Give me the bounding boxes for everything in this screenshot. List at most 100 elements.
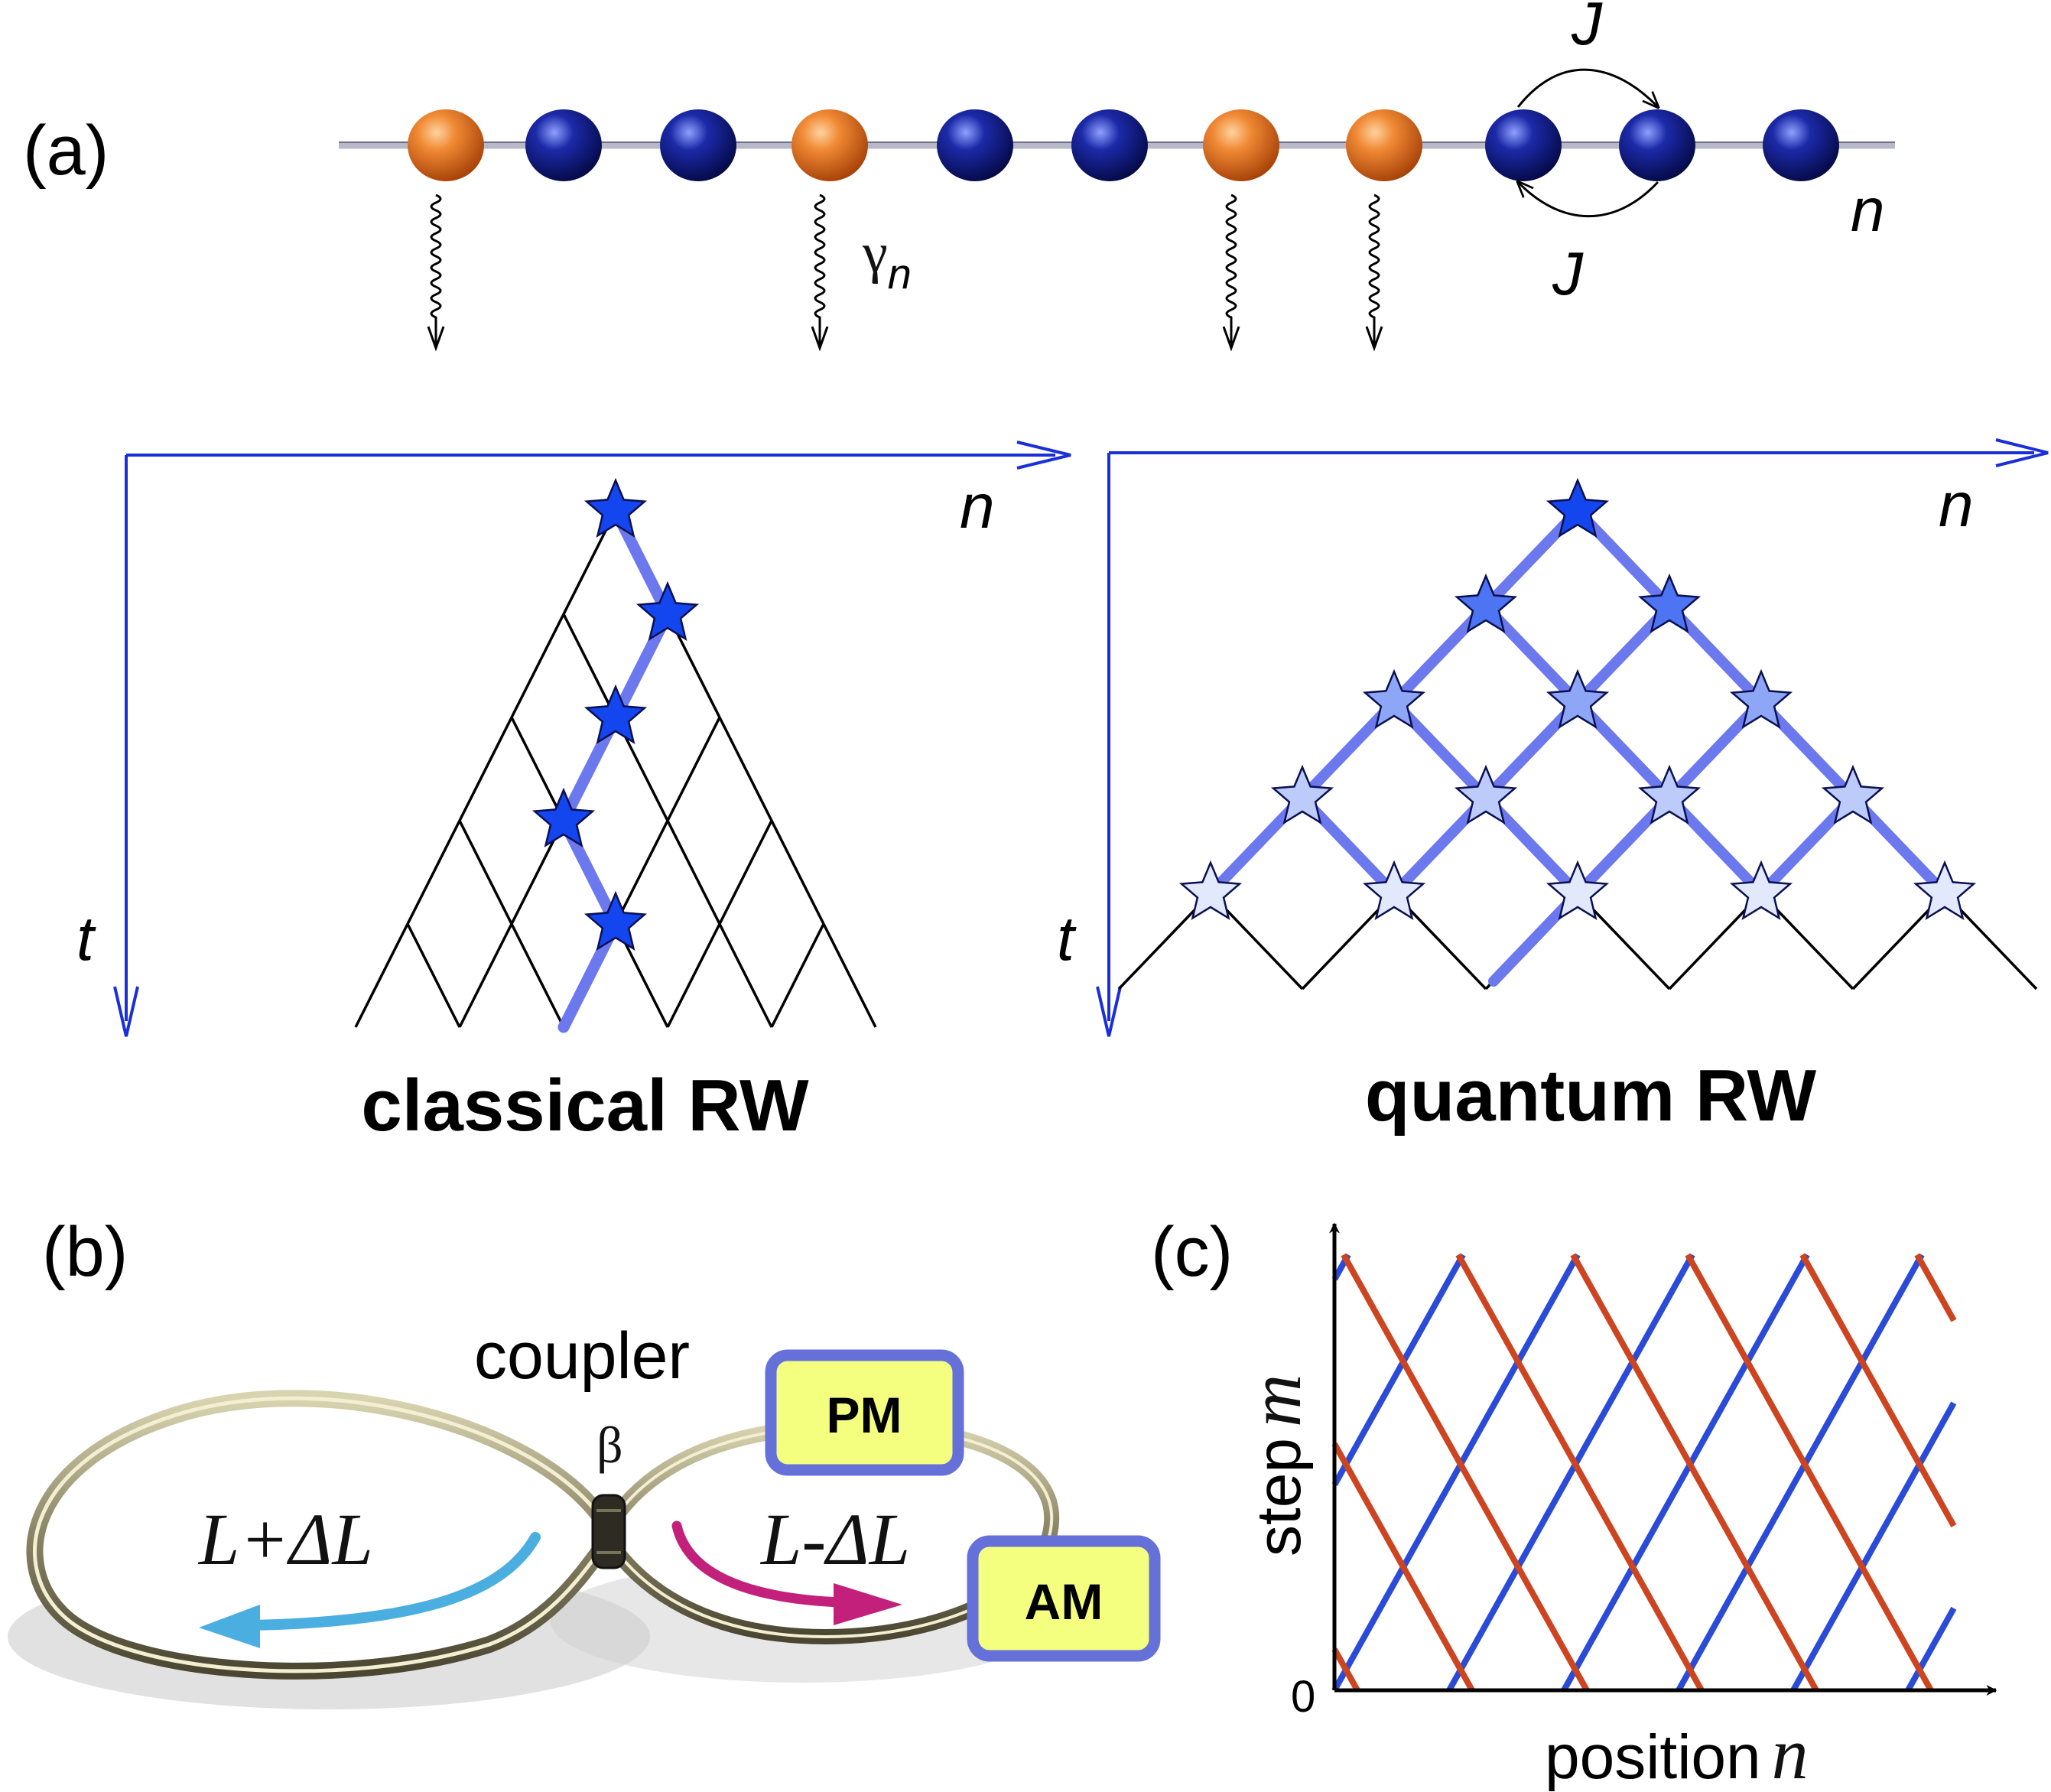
coupling-arrow-forward	[1516, 68, 1658, 107]
lossy-site	[408, 109, 484, 181]
quantum-walk-diagram: n t quantum RW	[1057, 438, 2049, 1137]
quantum-amplitude-star	[1637, 764, 1702, 825]
quantum-amplitude-star	[1178, 860, 1243, 921]
classical-walk-diagram: n t classical RW	[76, 441, 1071, 1146]
tree-branch	[562, 613, 617, 718]
tree-branch	[666, 717, 721, 821]
red-trajectory-line	[1455, 1253, 1705, 1692]
decay-arrow	[430, 194, 442, 348]
decay-arrow	[1225, 194, 1237, 348]
lossless-site	[525, 109, 602, 181]
lattice-lines	[1331, 1253, 1957, 1692]
quantum-amplitude-star	[1821, 764, 1885, 825]
decay-arrow	[814, 194, 826, 348]
tree-branch	[822, 923, 877, 1028]
quantum-amplitude-star	[1454, 764, 1518, 825]
amplitude-modulator: AM	[967, 1535, 1161, 1662]
tree-branch	[666, 923, 721, 1028]
decay-arrow-head	[427, 326, 445, 352]
classical-t-axis-arrowhead	[113, 986, 139, 1037]
blue-trajectory-line	[1790, 1401, 1957, 1692]
lossless-site	[1071, 109, 1148, 181]
coupling-label-bottom: J	[1552, 239, 1584, 307]
quantum-paths	[1205, 506, 1950, 987]
tree-branch	[770, 923, 825, 1028]
right-loop-arrow	[671, 1520, 847, 1608]
quantum-amplitude-star	[1270, 764, 1334, 825]
classical-title: classical RW	[361, 1065, 809, 1146]
chain-sites	[408, 109, 1839, 181]
decay-arrow-head	[1222, 326, 1240, 352]
quantum-amplitude-star	[1362, 668, 1426, 730]
tree-branch	[770, 820, 825, 925]
quantum-amplitude-star	[1637, 573, 1702, 634]
decay-arrow-head	[811, 326, 829, 352]
quantum-title: quantum RW	[1365, 1055, 1817, 1137]
tree-branch	[718, 717, 773, 821]
lossless-site	[1619, 109, 1695, 181]
quantum-t-label: t	[1057, 904, 1077, 974]
lossless-site	[660, 109, 736, 181]
tree-branch	[666, 820, 721, 925]
tree-branch	[354, 923, 409, 1028]
classical-n-label: n	[960, 472, 995, 542]
quantum-amplitude-star	[1729, 860, 1793, 921]
classical-position-star	[583, 890, 648, 951]
classical-n-axis-arrowhead	[1016, 441, 1071, 470]
decay-arrow-head	[1365, 326, 1383, 352]
am-label: AM	[1025, 1573, 1104, 1630]
tree-branch	[718, 923, 773, 1028]
coupling-label-top: J	[1571, 0, 1603, 57]
panel-c-label: (c)	[1151, 1213, 1233, 1291]
classical-position-star	[583, 684, 648, 745]
classical-stars	[531, 477, 700, 951]
red-trajectory-line	[1331, 1647, 1360, 1692]
right-loop-length-label: L-ΔL	[759, 1498, 910, 1580]
blue-trajectory-line	[1905, 1606, 1957, 1692]
lossless-site	[1763, 109, 1839, 181]
quantum-amplitude-star	[1546, 668, 1610, 730]
lossy-site	[1203, 109, 1279, 181]
panel-b-label: (b)	[42, 1213, 128, 1291]
quantum-amplitude-star	[1454, 573, 1518, 634]
chain-axis-label: n	[1851, 176, 1885, 244]
classical-walker-path	[557, 505, 674, 1033]
red-trajectory-line	[1799, 1253, 1957, 1528]
classical-path	[557, 505, 674, 1033]
decay-arrow	[1368, 194, 1380, 348]
red-trajectory-line	[1914, 1253, 1957, 1322]
classical-position-star	[583, 477, 648, 538]
coupler-label: coupler	[474, 1319, 690, 1393]
decay-arrows	[427, 194, 1383, 352]
origin-label: 0	[1291, 1672, 1315, 1722]
beta-label: β	[596, 1416, 623, 1474]
tree-branch	[458, 923, 513, 1028]
red-trajectory-line	[1685, 1253, 1934, 1692]
left-loop-arrow	[247, 1532, 541, 1631]
fiber-loops	[8, 1390, 1060, 1709]
step-axis-label: stepm	[1234, 1374, 1316, 1556]
quantum-t-axis-arrowhead	[1096, 986, 1122, 1037]
tree-branch	[614, 820, 669, 925]
classical-t-label: t	[76, 904, 96, 974]
lossless-site	[1485, 109, 1562, 181]
lossy-site	[791, 109, 868, 181]
red-trajectory-line	[1570, 1253, 1819, 1692]
tree-branch	[406, 923, 461, 1028]
tree-branch	[510, 613, 565, 718]
tree-branch	[406, 820, 461, 925]
blue-trajectory-line	[1561, 1253, 1810, 1692]
chain	[339, 109, 1895, 181]
am-box	[967, 1535, 1161, 1662]
quantum-amplitude-star	[1913, 860, 1977, 921]
blue-trajectory-line	[1331, 1253, 1581, 1692]
blue-trajectory-line	[1676, 1253, 1925, 1692]
decay-label: γn	[862, 222, 912, 298]
tree-branch	[510, 923, 565, 1028]
classical-position-star	[635, 581, 700, 642]
panel-a-label: (a)	[23, 112, 109, 190]
pm-label: PM	[827, 1387, 902, 1443]
blue-trajectory-line	[1446, 1253, 1695, 1692]
quantum-stars	[1178, 477, 1977, 921]
tree-branch	[458, 717, 513, 821]
